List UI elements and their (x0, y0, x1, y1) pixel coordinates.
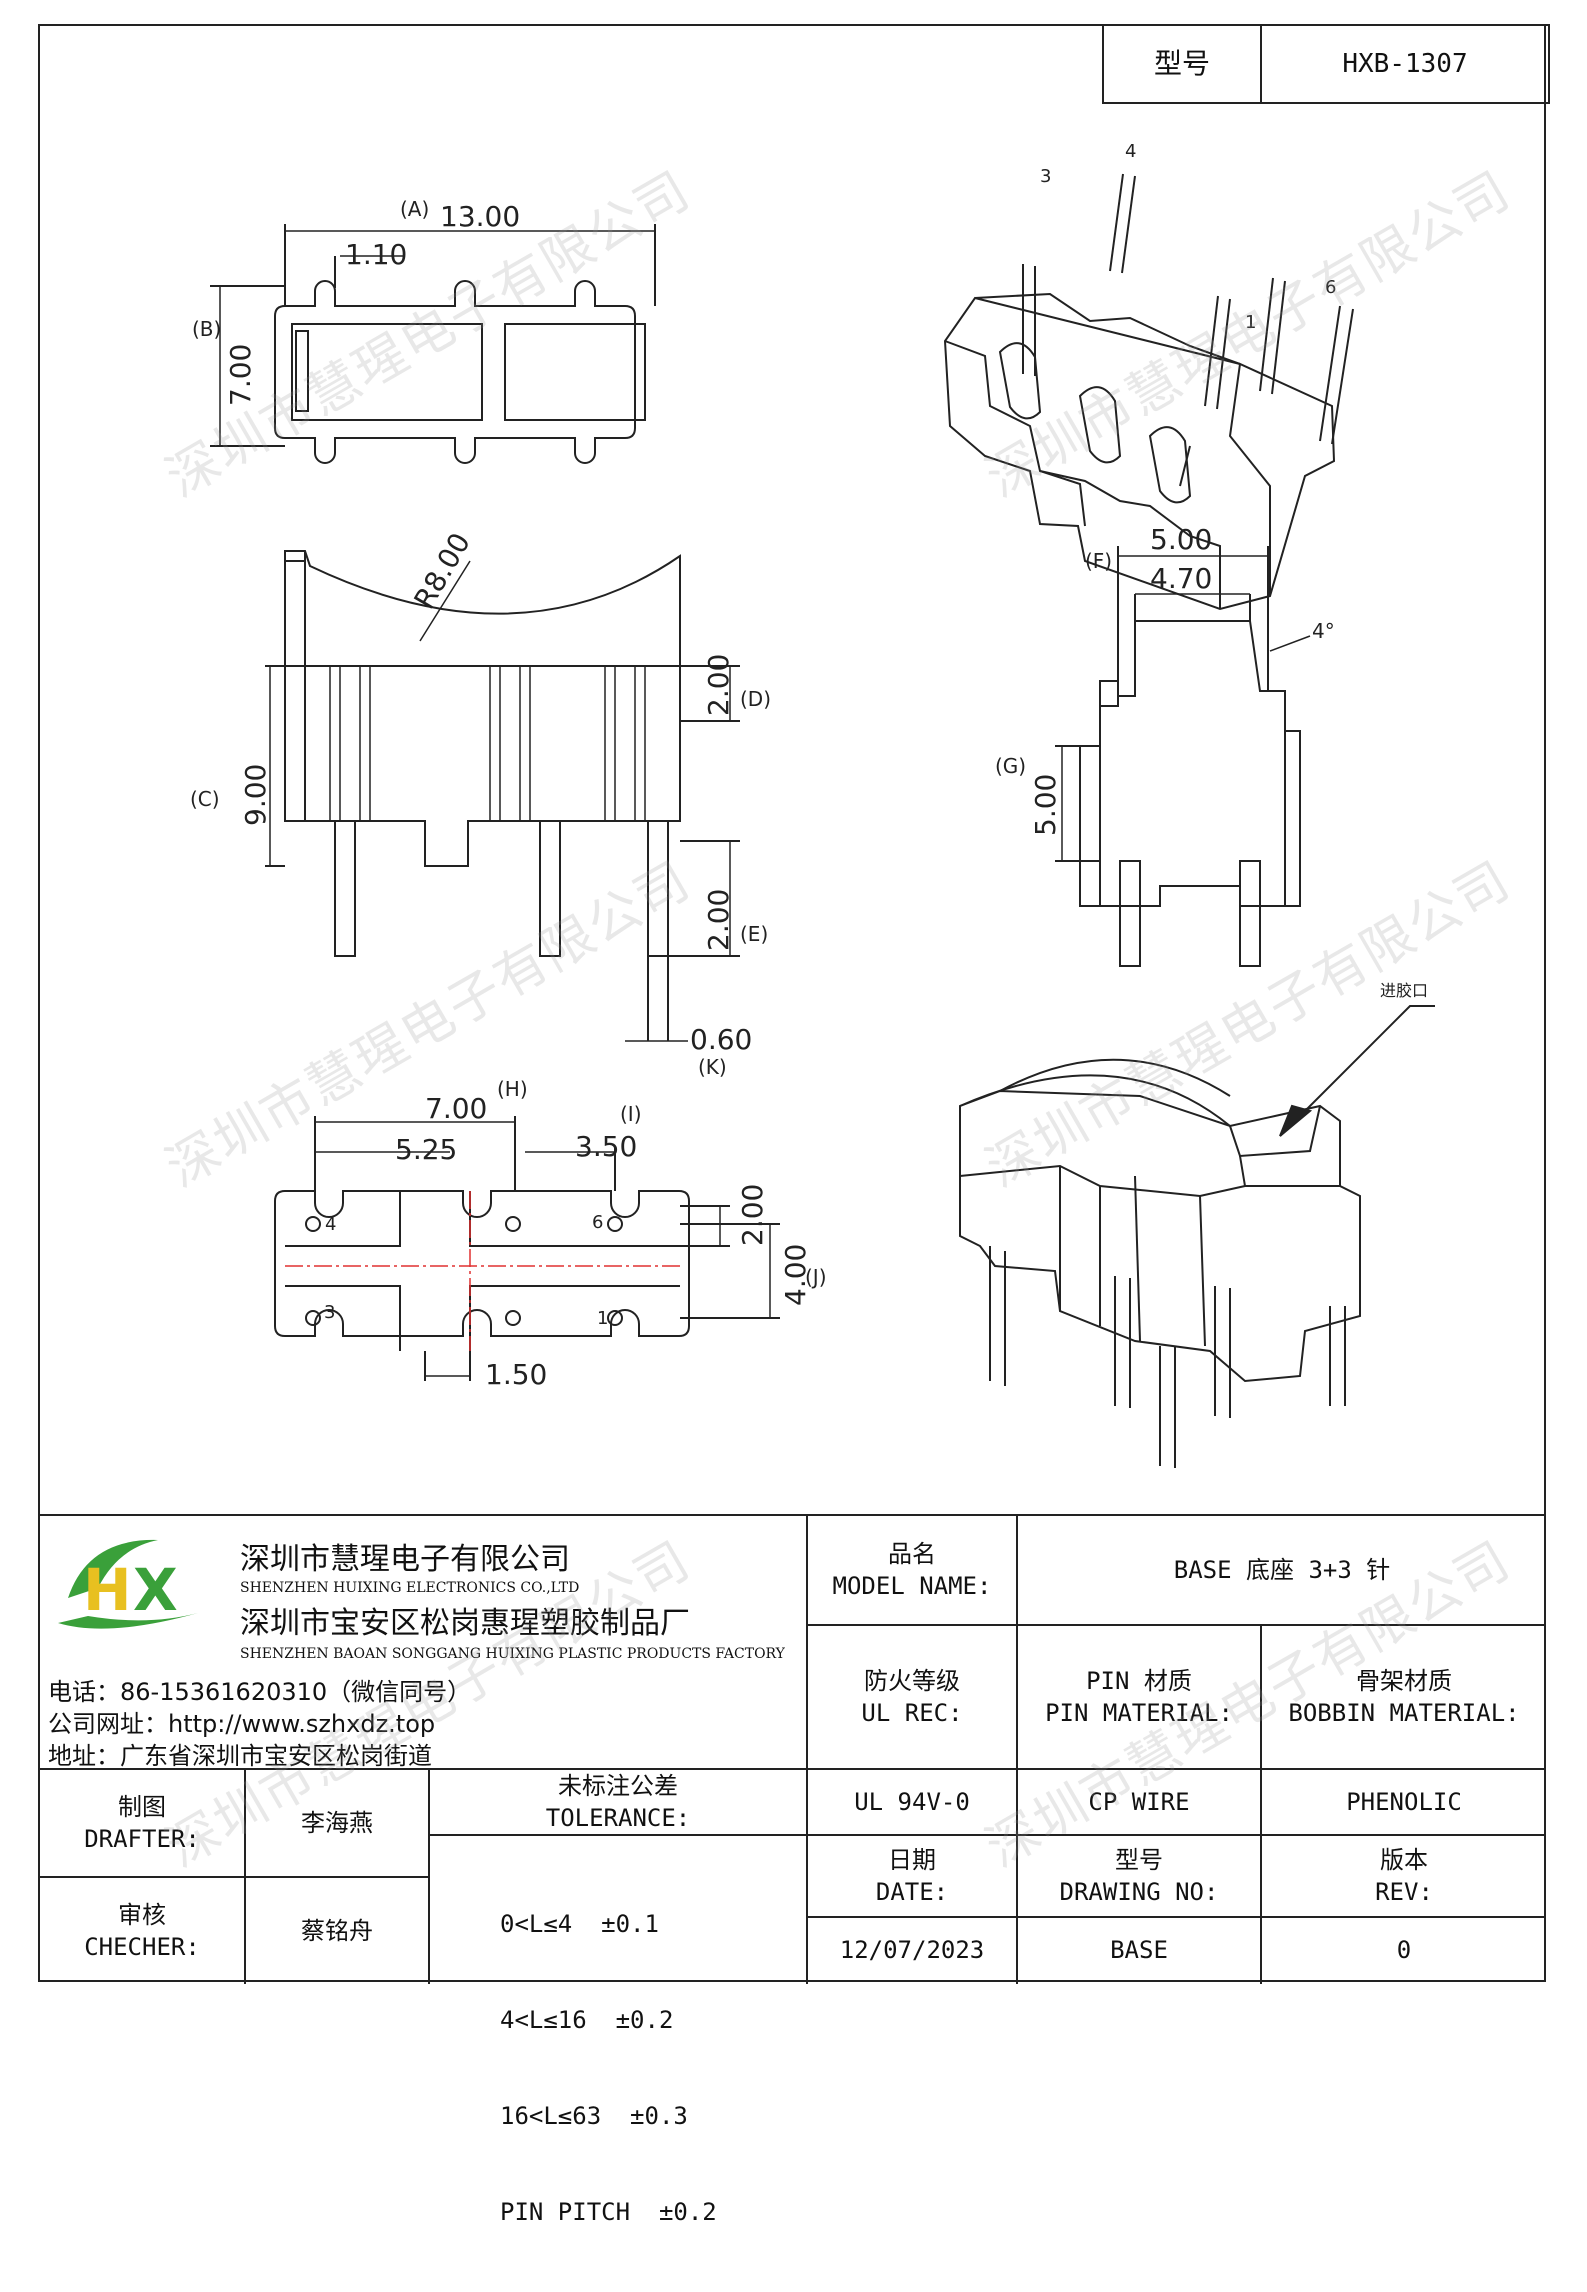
dim-b: 7.00 (224, 344, 257, 406)
model-name-value: BASE 底座 3+3 针 (1173, 1556, 1391, 1584)
dim-i-tag: (I) (620, 1102, 642, 1126)
factory-name-en: SHENZHEN BAOAN SONGGANG HUIXING PLASTIC … (240, 1646, 785, 1662)
tb-line-3b (428, 1834, 806, 1836)
top-view (210, 224, 656, 464)
dim-200-bottom: 2.00 (736, 1184, 769, 1246)
date-value: 12/07/2023 (839, 1936, 985, 1964)
tb-vline-3 (1260, 1624, 1262, 1984)
tb-top-line (40, 1514, 1546, 1516)
pin-material-value: CP WIRE (1088, 1788, 1190, 1816)
dim-f: 5.00 (1150, 523, 1212, 556)
pin-label-6: 6 (592, 1212, 603, 1233)
tb-line-1 (806, 1624, 1546, 1626)
date-label: 日期 DATE: (875, 1846, 949, 1906)
checker-label: 审核 CHECHER: (84, 1901, 200, 1961)
drafter-name: 李海燕 (301, 1809, 373, 1837)
model-value: HXB-1307 (1342, 49, 1468, 79)
dim-f2: 4.70 (1150, 562, 1212, 595)
drafter-label: 制图 DRAFTER: (84, 1793, 200, 1853)
dim-d-tag: (D) (740, 687, 771, 711)
isometric-view-bottom (959, 1005, 1435, 1468)
dim-e: 2.00 (702, 889, 735, 951)
ul-value: UL 94V-0 (854, 1788, 970, 1816)
dim-radius: R8.00 (407, 527, 476, 614)
dim-d: 2.00 (702, 654, 735, 716)
tolerance-row: 4<L≤16 ±0.2 (500, 2006, 674, 2034)
bottom-view (274, 1116, 780, 1381)
pin-label-4: 4 (325, 1214, 336, 1235)
tb-vline-main (806, 1514, 808, 1984)
dim-h: 7.00 (425, 1092, 487, 1125)
pin-material-label: PIN 材质 PIN MATERIAL: (1045, 1667, 1233, 1727)
dim-k-tag: (K) (698, 1055, 727, 1079)
tb-vline-name (428, 1768, 430, 1984)
dim-j-tag: (J) (805, 1265, 827, 1289)
tolerance-row: PIN PITCH ±0.2 (500, 2198, 717, 2226)
drawing-no-label: 型号 DRAWING NO: (1059, 1846, 1219, 1906)
tb-line-4 (40, 1876, 428, 1878)
technical-drawing: (A) 13.00 1.10 (B) 7.00 3 4 1 6 R8.00 (C… (190, 141, 1435, 1468)
dim-a: 13.00 (440, 200, 520, 233)
company-website: 公司网址：http://www.szhxdz.top (48, 1710, 436, 1738)
dim-h-tag: (H) (497, 1077, 528, 1101)
dim-k: 0.60 (690, 1023, 752, 1056)
tolerance-row: 0<L≤4 ±0.1 (500, 1910, 659, 1938)
dim-g-tag: (G) (995, 754, 1026, 778)
dim-c: 9.00 (239, 764, 272, 826)
dim-c-tag: (C) (190, 787, 220, 811)
dim-f-tag: (F) (1085, 549, 1112, 573)
dim-150: 1.50 (485, 1358, 547, 1391)
model-name-label: 品名 MODEL NAME: (832, 1540, 992, 1600)
company-name-en: SHENZHEN HUIXING ELECTRONICS CO.,LTD (240, 1580, 580, 1596)
dim-b-tag: (B) (192, 317, 221, 341)
bobbin-material-value: PHENOLIC (1346, 1788, 1462, 1816)
pin-label-1: 1 (597, 1308, 608, 1329)
dim-angle: 4° (1312, 619, 1335, 643)
iso-pin-4: 4 (1125, 141, 1136, 162)
dim-g: 5.00 (1029, 774, 1062, 836)
ul-label: 防火等级 UL REC: (861, 1667, 963, 1727)
gate-label: 进胶口 (1380, 981, 1428, 1000)
model-value-cell: HXB-1307 (1260, 24, 1550, 104)
company-phone: 电话：86-15361620310（微信同号） (48, 1678, 472, 1706)
bobbin-material-label: 骨架材质 BOBBIN MATERIAL: (1288, 1667, 1520, 1727)
dim-e-tag: (E) (740, 922, 768, 946)
logo-text-x: X (133, 1556, 178, 1624)
tb-vline-2 (1016, 1514, 1018, 1984)
dim-pin-width: 1.10 (345, 238, 407, 271)
tolerance-list: 0<L≤4 ±0.1 4<L≤16 ±0.2 16<L≤63 ±0.3 PIN … (500, 1844, 717, 2292)
front-view (265, 550, 740, 1042)
tb-line-3 (806, 1834, 1546, 1836)
model-label: 型号 (1153, 47, 1210, 80)
iso-pin-3: 3 (1040, 166, 1051, 187)
model-label-cell: 型号 (1102, 24, 1262, 104)
factory-name-cn: 深圳市宝安区松岗惠瑆塑胶制品厂 (240, 1606, 690, 1641)
tb-line-2 (40, 1768, 1546, 1770)
rev-value: 0 (1396, 1936, 1412, 1964)
iso-pin-1: 1 (1245, 312, 1256, 333)
isometric-view-top (943, 173, 1354, 611)
checker-name: 蔡铭舟 (301, 1917, 373, 1945)
iso-pin-6: 6 (1325, 277, 1336, 298)
drawing-sheet: 型号 HXB-1307 (38, 24, 1550, 2226)
company-name-cn: 深圳市慧瑆电子有限公司 (240, 1542, 570, 1577)
tb-vline-drafter (244, 1768, 246, 1984)
pin-label-3: 3 (324, 1302, 335, 1323)
drawing-no-value: BASE (1110, 1936, 1168, 1964)
dim-525: 5.25 (395, 1133, 457, 1166)
tolerance-row: 16<L≤63 ±0.3 (500, 2102, 688, 2130)
tolerance-label: 未标注公差 TOLERANCE: (545, 1772, 691, 1832)
rev-label: 版本 REV: (1375, 1846, 1433, 1906)
side-view (1055, 546, 1311, 967)
dim-j: 4.00 (779, 1244, 812, 1306)
company-address: 地址：广东省深圳市宝安区松岗街道 (48, 1742, 432, 1770)
company-logo: H X (58, 1539, 198, 1629)
dim-i: 3.50 (575, 1130, 637, 1163)
tb-line-5 (806, 1916, 1546, 1918)
dim-a-tag: (A) (400, 197, 429, 221)
logo-text-h: H (83, 1556, 132, 1624)
